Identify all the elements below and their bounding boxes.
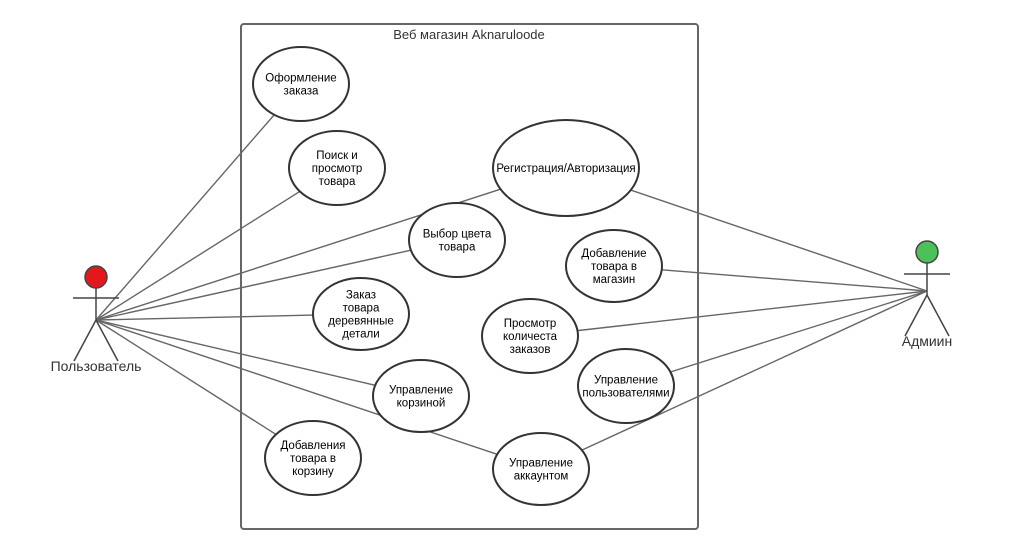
- use-case-add-product-label-line: товара в: [591, 261, 637, 273]
- association-admin-add-product: [661, 269, 928, 292]
- use-case-wood-order-label-line: детали: [342, 329, 379, 341]
- use-case-account-label-line: аккаунтом: [514, 471, 569, 483]
- use-case-order-shape: [252, 46, 350, 122]
- association-user-cart: [95, 319, 376, 386]
- use-case-color-label-line: товара: [439, 242, 476, 254]
- use-case-register-shape: [492, 119, 640, 217]
- association-admin-manage-users: [670, 290, 928, 373]
- use-case-register-label-line: Регистрация/Авторизация: [496, 163, 635, 175]
- use-case-account-shape: [492, 432, 590, 506]
- use-case-view-orders-shape: [481, 298, 579, 374]
- use-case-view-orders-label-line: заказов: [510, 344, 551, 356]
- use-case-view-orders-label-line: Просмотр: [504, 318, 557, 330]
- use-case-search-shape: [288, 130, 386, 206]
- use-case-manage-users-label-line: Управление: [594, 375, 658, 387]
- association-lines: [95, 114, 928, 455]
- association-admin-account: [581, 290, 928, 451]
- use-case-wood-order-label-line: деревянные: [328, 316, 393, 328]
- actor-user-leg-right: [95, 319, 119, 362]
- use-case-cart-label-line: Управление: [389, 385, 453, 397]
- actor-admin-leg-right: [926, 294, 950, 337]
- use-case-search-label-line: товара: [319, 176, 356, 188]
- actor-user-head: [84, 265, 108, 289]
- association-admin-register: [630, 189, 928, 292]
- use-case-order-label-line: Оформление: [265, 73, 336, 85]
- actor-user-leg-left: [73, 319, 97, 362]
- use-case-cart-label-line: корзиной: [397, 398, 446, 410]
- association-user-order: [95, 114, 275, 321]
- use-case-add-to-cart-label-line: корзину: [292, 466, 334, 478]
- association-admin-view-orders: [577, 290, 928, 332]
- actor-user: Пользователь: [51, 265, 142, 374]
- actor-admin-name: Адмиин: [902, 333, 953, 349]
- use-case-search-label-line: просмотр: [312, 163, 362, 175]
- association-user-wood-order: [95, 314, 314, 321]
- use-case-wood-order-label-line: товара: [343, 303, 380, 315]
- use-case-add-product-shape: [565, 229, 663, 303]
- actor-admin-head: [915, 240, 939, 264]
- association-user-search: [95, 190, 301, 321]
- use-case-add-product-label-line: Добавление: [581, 248, 646, 260]
- use-case-register[interactable]: Регистрация/Авторизация: [492, 119, 640, 217]
- use-case-view-orders-label-line: количеста: [503, 331, 558, 343]
- use-case-order-label-line: заказа: [284, 86, 319, 98]
- use-case-add-to-cart-label-line: Добавления: [281, 440, 346, 452]
- use-case-account-label-line: Управление: [509, 458, 573, 470]
- use-case-add-to-cart-label-line: товара в: [290, 453, 336, 465]
- use-case-manage-users-label-line: пользователями: [582, 388, 669, 400]
- actor-user-name: Пользователь: [51, 358, 142, 374]
- use-case-color-shape: [408, 202, 506, 278]
- use-case-add-to-cart-shape: [264, 420, 362, 496]
- use-case-wood-order-shape: [312, 277, 410, 351]
- use-case-manage-users-shape: [577, 348, 675, 424]
- use-case-add-product-label-line: магазин: [593, 274, 636, 286]
- actor-admin: Адмиин: [902, 240, 953, 349]
- system-title: Веб магазин Aknaruloode: [393, 27, 545, 42]
- system-boundary: [240, 23, 699, 530]
- use-case-wood-order-label-line: Заказ: [346, 290, 376, 302]
- actor-admin-leg-left: [904, 294, 928, 337]
- use-case-cart-shape: [372, 359, 470, 433]
- association-user-add-to-cart: [95, 319, 277, 436]
- use-case-color-label-line: Выбор цвета: [423, 229, 492, 241]
- association-user-color: [95, 249, 412, 321]
- use-case-search-label-line: Поиск и: [316, 150, 358, 162]
